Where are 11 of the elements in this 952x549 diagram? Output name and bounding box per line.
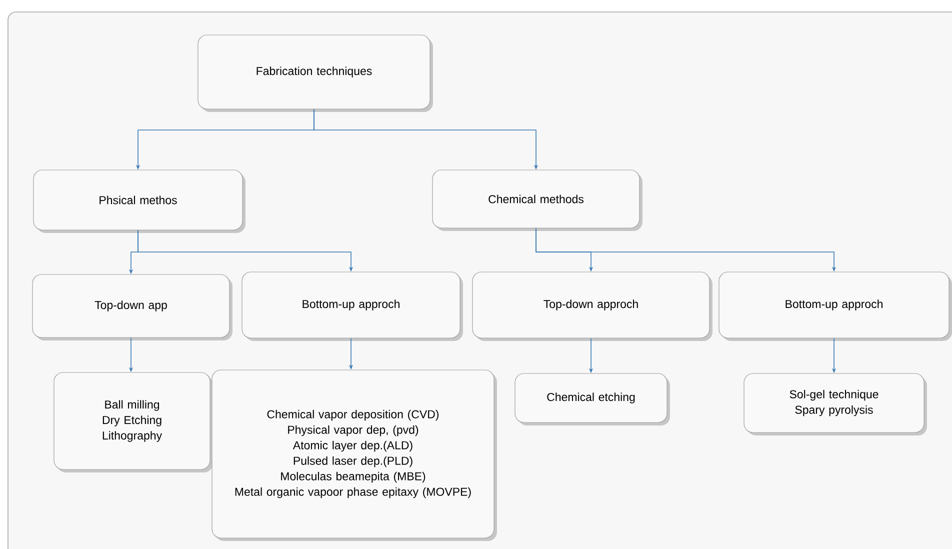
process-box: Fabrication techniques xyxy=(198,34,433,112)
process-box: Phsical methos xyxy=(33,170,246,233)
process-box: Sol-gel technique Spary pyrolysis xyxy=(744,373,927,436)
process-box: Top-down approch xyxy=(472,272,712,341)
process-box: Bottom-up approch xyxy=(718,272,952,341)
process-box: Chemical vapor deposition (CVD) Physical vapor dep, (pvd) Atomic layer dep.(ALD) Pulsed laser dep.(PLD) Moleculas beamepita (MBE) Metal organic vapoor phase epitaxy (MOVPE) xyxy=(212,370,497,541)
process-box: Bottom-up approch xyxy=(242,272,463,341)
process-box: Chemical etching xyxy=(514,373,670,426)
process-box: Ball milling Dry Etching Lithography xyxy=(54,372,213,472)
process-box: Top-down app xyxy=(32,274,232,340)
process-box: Chemical methods xyxy=(432,170,642,231)
